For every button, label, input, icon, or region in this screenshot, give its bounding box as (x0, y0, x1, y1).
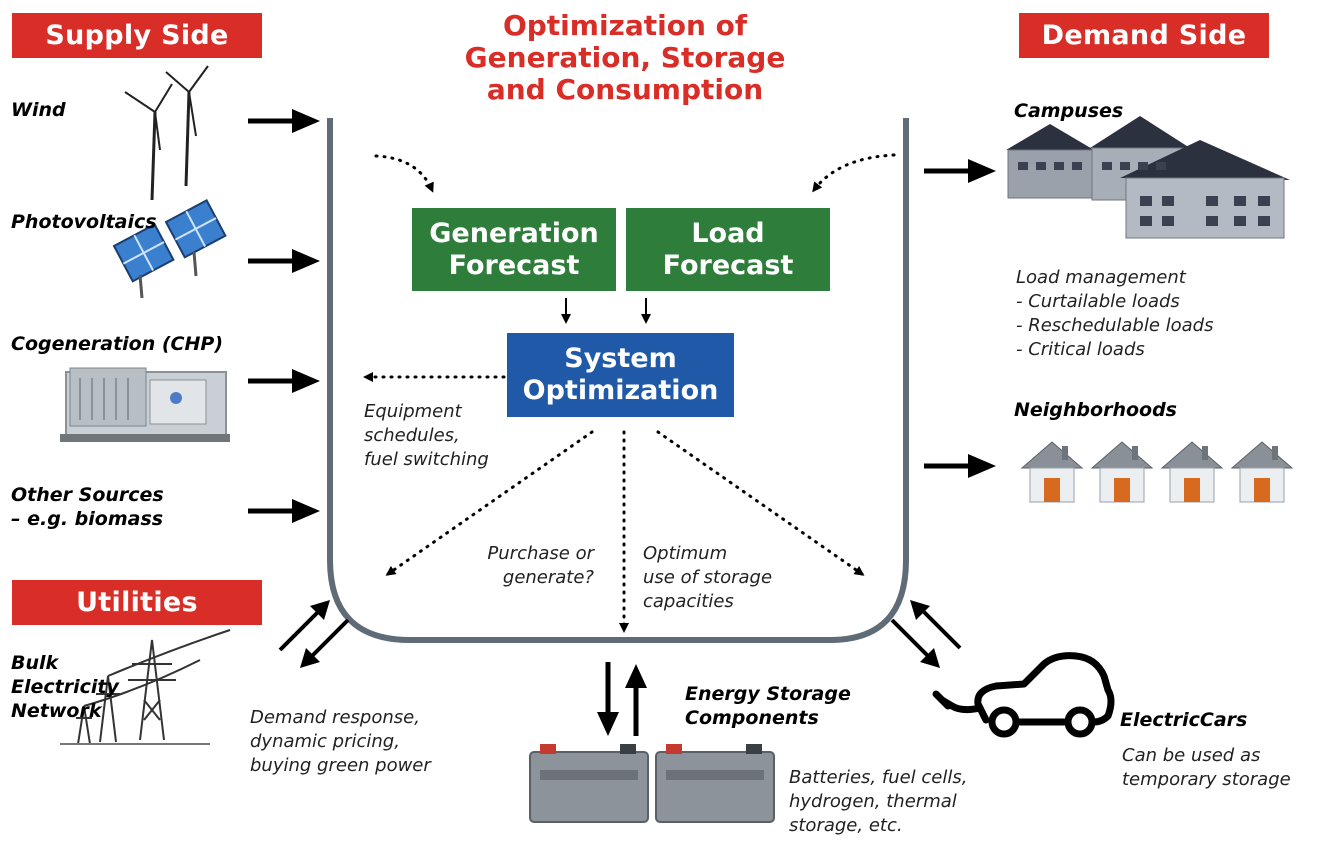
storage-line-1: Energy Storage (685, 683, 851, 705)
equipment-line-2: schedules, (364, 425, 460, 446)
optimum-line-2: use of storage (643, 567, 773, 588)
other-sources-line-1: Other Sources (11, 484, 164, 506)
campuses-label: Campuses (1014, 100, 1124, 122)
dotted-curve-right (812, 153, 896, 193)
other-sources-arrow (248, 499, 320, 523)
wind-turbine-icon (124, 65, 209, 201)
utilities-note-line-1: Demand response, (250, 707, 420, 728)
bulk-line-3: Network (11, 700, 102, 722)
storage-line-2: Components (685, 707, 819, 729)
demand-arrows (924, 159, 996, 478)
storage-note-line-3: storage, etc. (789, 815, 903, 836)
storage-arrows (597, 662, 647, 736)
purchase-line-2: generate? (502, 567, 594, 588)
electric-car-icon (932, 652, 1115, 738)
purchase-line-1: Purchase or (487, 543, 594, 564)
energy-storage-label: Energy Storage Components (685, 682, 851, 730)
wind-label: Wind (11, 99, 66, 121)
electric-cars-note: Can be used as temporary storage (1122, 744, 1291, 792)
generation-forecast-line-1: Generation (429, 217, 599, 249)
load-forecast-box: Load Forecast (626, 208, 830, 291)
load-forecast-line-2: Forecast (662, 249, 794, 281)
load-management-line-2: - Curtailable loads (1016, 291, 1180, 312)
cars-note-line-1: Can be used as (1122, 745, 1261, 766)
bulk-line-2: Electricity (11, 676, 119, 698)
houses-icon (1020, 441, 1294, 503)
chp-unit-icon (60, 367, 230, 442)
purchase-note: Purchase or generate? (474, 542, 594, 590)
load-management-line-1: Load management (1016, 267, 1186, 288)
equipment-line-3: fuel switching (364, 449, 489, 470)
title-line-1: Optimization of (502, 9, 748, 42)
generation-forecast-line-2: Forecast (448, 249, 580, 281)
other-sources-line-2: – e.g. biomass (11, 508, 164, 530)
pv-arrow (248, 249, 320, 273)
other-sources-label: Other Sources – e.g. biomass (11, 483, 164, 531)
optimum-note: Optimum use of storage capacities (643, 542, 772, 614)
bulk-line-1: Bulk (11, 652, 59, 674)
forecast-to-optimization-arrows (561, 298, 651, 324)
equipment-line-1: Equipment (364, 401, 462, 422)
optimization-output-arrows (363, 372, 865, 633)
system-optimization-line-2: Optimization (522, 375, 719, 406)
title-line-2: Generation, Storage (464, 41, 786, 74)
system-optimization-box: System Optimization (507, 333, 734, 417)
equipment-note: Equipment schedules, fuel switching (364, 400, 489, 472)
wind-arrow (248, 109, 320, 133)
battery-icon (529, 744, 775, 823)
optimum-line-3: capacities (643, 591, 734, 612)
storage-note: Batteries, fuel cells, hydrogen, thermal… (789, 766, 967, 838)
title-line-3: and Consumption (486, 73, 764, 106)
bulk-electricity-label: Bulk Electricity Network (11, 651, 119, 723)
power-line-icon (60, 629, 231, 745)
utilities-note: Demand response, dynamic pricing, buying… (250, 706, 431, 778)
supply-side-heading: Supply Side (12, 13, 262, 58)
supply-arrows (248, 109, 320, 523)
cars-note-line-2: temporary storage (1122, 769, 1291, 790)
photovoltaics-label: Photovoltaics (11, 211, 157, 233)
chp-arrow (248, 369, 320, 393)
load-management-line-4: - Critical loads (1016, 339, 1145, 360)
utilities-note-line-2: dynamic pricing, (250, 731, 400, 752)
system-optimization-line-1: System (564, 343, 677, 374)
utilities-heading: Utilities (12, 580, 262, 625)
campuses-arrow (924, 159, 996, 183)
optimization-vessel (327, 118, 909, 643)
solar-panel-icon (112, 199, 227, 299)
demand-side-heading: Demand Side (1019, 13, 1269, 58)
optimum-line-1: Optimum (643, 543, 728, 564)
cogeneration-label: Cogeneration (CHP) (11, 333, 224, 355)
generation-forecast-box: Generation Forecast (412, 208, 616, 291)
campus-buildings-icon (1006, 116, 1290, 239)
storage-note-line-2: hydrogen, thermal (789, 791, 957, 812)
load-forecast-line-1: Load (691, 217, 765, 249)
load-management-note: Load management - Curtailable loads - Re… (1016, 266, 1214, 362)
utilities-arrows (278, 600, 350, 668)
page-title: Optimization of Generation, Storage and … (455, 10, 795, 106)
dotted-curve-left (374, 154, 434, 193)
cars-arrows (890, 600, 962, 668)
storage-note-line-1: Batteries, fuel cells, (789, 767, 968, 788)
utilities-note-line-3: buying green power (250, 755, 431, 776)
neighborhoods-arrow (924, 454, 996, 478)
load-management-line-3: - Reschedulable loads (1016, 315, 1214, 336)
electric-cars-label: ElectricCars (1120, 709, 1248, 731)
neighborhoods-label: Neighborhoods (1014, 399, 1177, 421)
